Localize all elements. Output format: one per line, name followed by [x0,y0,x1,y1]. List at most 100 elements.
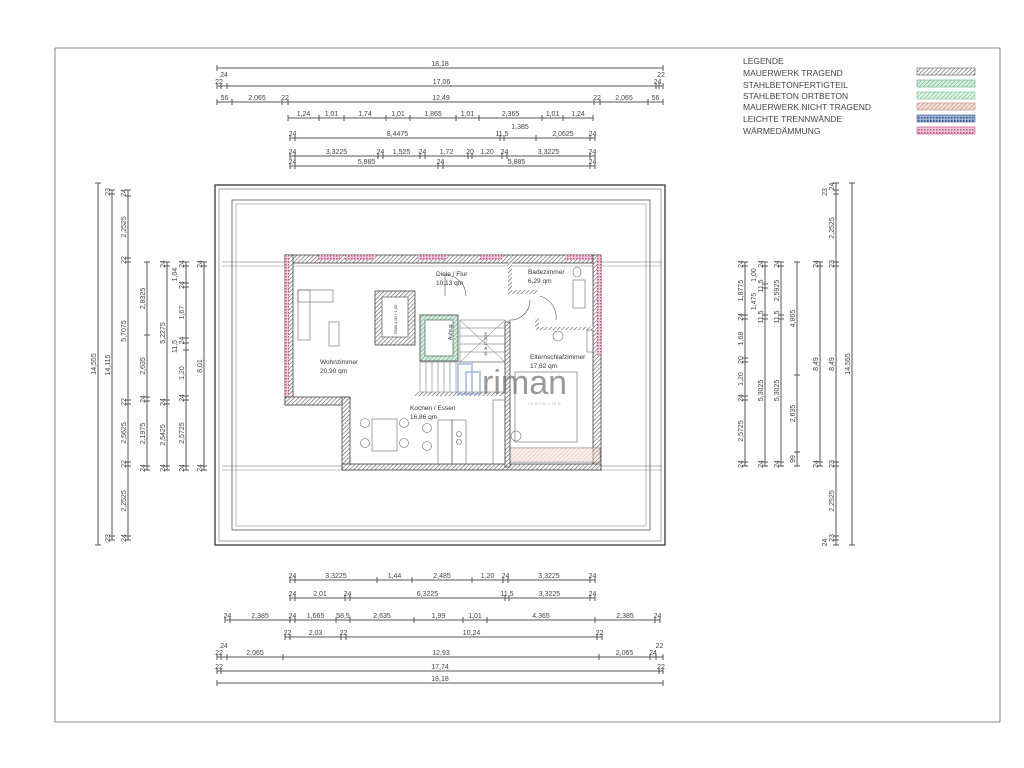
dimension-label: 6,3225 [417,591,439,598]
dimension-label: 11,5 [500,591,513,598]
dimension-label: 24 [738,260,745,268]
dimension-label: 22 [121,256,128,264]
dimension-label: 12,49 [432,95,450,102]
dimension-label: 20 [466,149,474,156]
dimension-label: 11,5 [495,131,508,138]
dimension-label: 24 [344,591,352,598]
dimension-label: 2,01 [313,591,327,598]
dimension-label: 11,5 [172,340,179,353]
dimension-label: 8,49 [829,357,836,371]
dimension-label: 2,5625 [121,422,128,444]
dimension-label: 2,635 [140,357,147,375]
dimension-label: 11,5 [758,310,765,323]
dimension-label: 2,065 [246,650,264,657]
svg-text:Wohnzimmer: Wohnzimmer [320,359,359,366]
svg-text:Diele / Flur: Diele / Flur [436,271,468,278]
dimension-label: 18,18 [431,676,449,683]
dimension-label: 12,93 [432,650,450,657]
dimension-label: 24 [197,260,204,268]
room-badezimmer: Badezimmer 6,29 qm [528,269,565,285]
dimension-label: 24 [501,149,509,156]
dimension-label: 8,49 [813,357,820,371]
dimension-label: 2,5725 [738,420,745,442]
dimension-label: 2,5725 [179,422,186,444]
dimension-label: 24 [589,149,597,156]
svg-text:IMMOBILIEN: IMMOBILIEN [528,401,562,406]
dimension-label: 1,24 [571,111,585,118]
dimension-label: 22 [121,460,128,468]
dimension-label: 5,3025 [774,380,781,402]
dimension-label: 22 [340,630,348,637]
dimension-label: 3,3225 [538,573,560,580]
dimension-label: 24 [121,534,128,542]
dimension-chain-left: 14,555 [91,182,101,546]
dimension-label: 1,01 [461,111,475,118]
dimension-label: 3,3225 [325,573,347,580]
dimension-label: 1,20 [480,149,494,156]
dimension-label: 24 [179,394,186,402]
dimension-label: 1,44 [388,573,402,580]
dimension-label: 58,5 [336,613,350,620]
room-wohnzimmer: Wohnzimmer 20,90 qm [320,359,359,375]
dimension-label: 24 [813,460,820,468]
dimension-label: 56 [652,95,660,102]
dimension-label: 2,635 [373,613,391,620]
dimension-label: 24 [140,464,147,472]
stair-label: 16 St 17,5/26 [483,331,488,356]
dimension-label: 24 [160,260,167,268]
legend-item-mauerwerk-nicht-tragend: MAUERWERK NICHT TRAGEND [743,102,976,112]
legend-item-mauerwerk-tragend: MAUERWERK TRAGEND [743,67,976,78]
dimension-label: 2,635 [790,405,797,423]
dimension-label: 4,865 [790,310,797,328]
dimension-label: 24 [738,460,745,468]
dimension-label: 24 [160,464,167,472]
svg-text:MAUERWERK NICHT TRAGEND: MAUERWERK NICHT TRAGEND [743,102,871,112]
dimension-label: 24 [758,260,765,268]
dimension-label: 5,885 [508,159,526,166]
legend-swatch [916,91,976,100]
dimension-label: 23 [105,534,112,542]
dimension-label: 2,2525 [829,490,836,512]
dimension-label: 3,3225 [539,591,561,598]
dimension-label: 24 [140,395,147,403]
dimension-label: 2,385 [251,613,269,620]
legend-swatch [916,102,976,111]
dimension-label: 2,385 [616,613,634,620]
dimension-label: 24 [289,613,297,620]
dimension-label: 14,555 [91,353,98,375]
dimension-label: 18,18 [431,61,449,68]
dimension-label: 24 [654,613,662,620]
dimension-label: 24 [437,159,445,166]
dimension-label: 22 [215,664,223,671]
legend-swatch [916,79,976,88]
dimension-label: 2,065 [616,650,634,657]
svg-text:6,29 qm: 6,29 qm [528,278,552,285]
svg-text:LEICHTE TRENNWÄNDE: LEICHTE TRENNWÄNDE [743,114,842,124]
furniture [297,266,594,465]
dimension-label: 22 [593,95,601,102]
dimension-label: 1,20 [179,366,186,380]
dimension-label: 2,485 [433,573,451,580]
dimension-label: 24 [774,260,781,268]
dimension-label: 22 [657,72,665,79]
dimension-label: 2,03 [309,630,323,637]
dimension-chain-right: 14,555 [845,182,855,546]
dimension-label: 2,2525 [121,490,128,512]
dimension-label: 10,24 [463,630,481,637]
dimension-label: 1,74 [358,111,372,118]
dimension-label: 2,0625 [552,131,574,138]
dimension-label: 2,1975 [140,423,147,445]
dimension-label: 22 [284,630,292,637]
dimension-label: 24 [224,613,232,620]
